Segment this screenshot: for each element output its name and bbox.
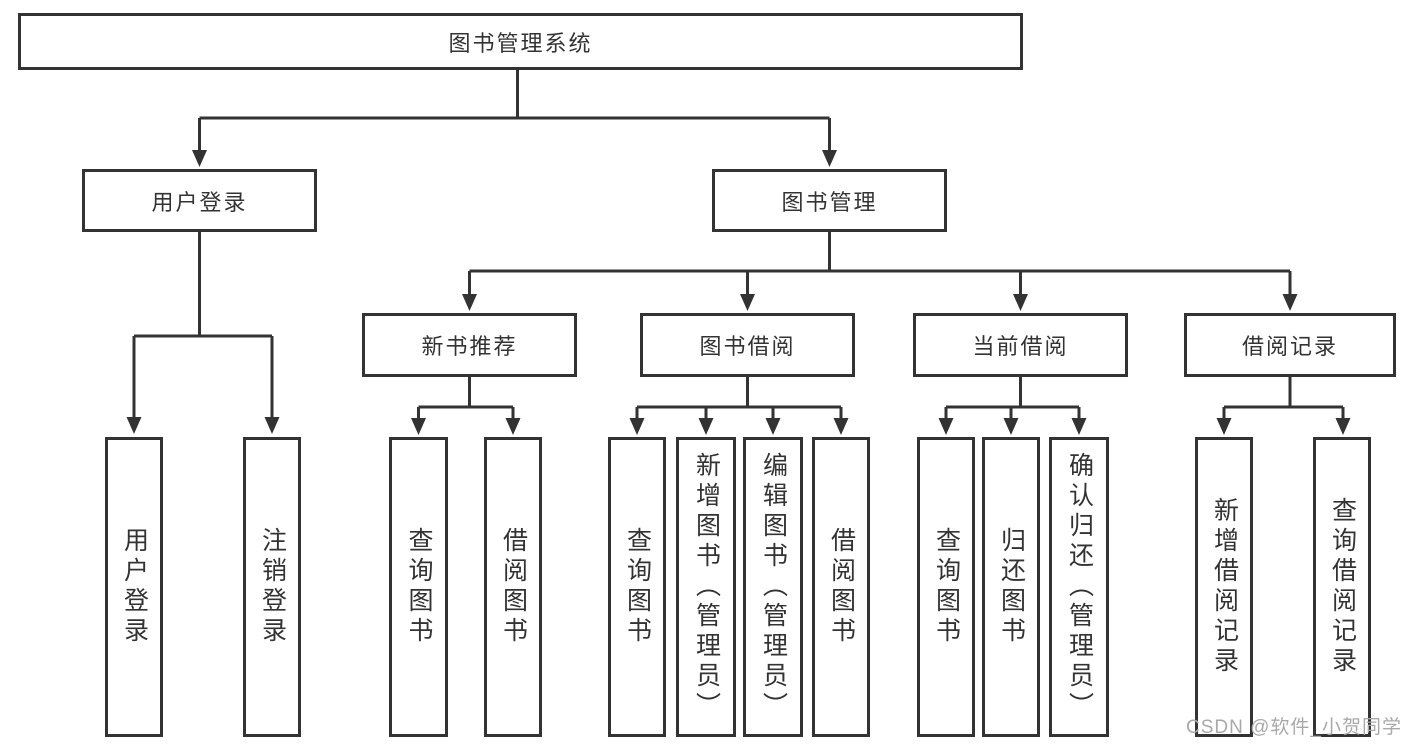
leaf-add-books-admin: 新增图书（管理员） — [676, 437, 736, 737]
leaf-add-borrow-record: 新增借阅记录 — [1195, 437, 1253, 737]
leaf-logout: 注销登录 — [243, 437, 301, 737]
node-borrow-records: 借阅记录 — [1184, 313, 1396, 377]
leaf-query-borrow-record: 查询借阅记录 — [1313, 437, 1371, 737]
leaf-query-books-borrow-label: 查询图书 — [623, 527, 652, 647]
leaf-query-books-current: 查询图书 — [917, 437, 975, 737]
node-user-login-label: 用户登录 — [151, 189, 248, 215]
leaf-logout-label: 注销登录 — [258, 527, 287, 647]
node-current-borrow: 当前借阅 — [913, 313, 1128, 377]
leaf-borrow-books-recommend-label: 借阅图书 — [499, 527, 528, 647]
node-current-borrow-label: 当前借阅 — [972, 334, 1069, 359]
leaf-borrow-books-borrow-label: 借阅图书 — [827, 527, 856, 647]
leaf-add-borrow-record-label: 新增借阅记录 — [1210, 497, 1239, 677]
node-book-management: 图书管理 — [712, 169, 947, 232]
leaf-query-books-recommend-label: 查询图书 — [405, 527, 433, 647]
leaf-confirm-return-admin: 确认归还（管理员） — [1049, 437, 1109, 737]
node-root: 图书管理系统 — [18, 13, 1023, 70]
node-root-label: 图书管理系统 — [448, 30, 593, 56]
node-book-management-label: 图书管理 — [781, 189, 878, 215]
leaf-add-books-admin-label: 新增图书（管理员） — [692, 452, 721, 722]
node-user-login: 用户登录 — [82, 169, 317, 232]
leaf-user-login-label: 用户登录 — [120, 527, 149, 647]
watermark: CSDN @软件_小贺同学 — [1186, 717, 1402, 738]
leaf-user-login: 用户登录 — [105, 437, 163, 737]
leaf-borrow-books-recommend: 借阅图书 — [484, 437, 542, 737]
leaf-confirm-return-admin-label: 确认归还（管理员） — [1065, 452, 1094, 722]
leaf-return-books-label: 归还图书 — [997, 527, 1026, 647]
leaf-query-books-current-label: 查询图书 — [932, 527, 961, 647]
node-new-book-recommend-label: 新书推荐 — [421, 334, 518, 359]
leaf-return-books: 归还图书 — [982, 437, 1040, 737]
node-book-borrow-label: 图书借阅 — [699, 334, 796, 359]
leaf-query-borrow-record-label: 查询借阅记录 — [1328, 497, 1357, 677]
node-new-book-recommend: 新书推荐 — [362, 313, 577, 377]
leaf-edit-books-admin-label: 编辑图书（管理员） — [759, 452, 788, 722]
node-book-borrow: 图书借阅 — [640, 313, 855, 377]
leaf-borrow-books-borrow: 借阅图书 — [812, 437, 870, 737]
leaf-query-books-borrow: 查询图书 — [608, 437, 666, 737]
leaf-edit-books-admin: 编辑图书（管理员） — [743, 437, 803, 737]
leaf-query-books-recommend: 查询图书 — [389, 437, 448, 737]
node-borrow-records-label: 借阅记录 — [1241, 334, 1338, 359]
